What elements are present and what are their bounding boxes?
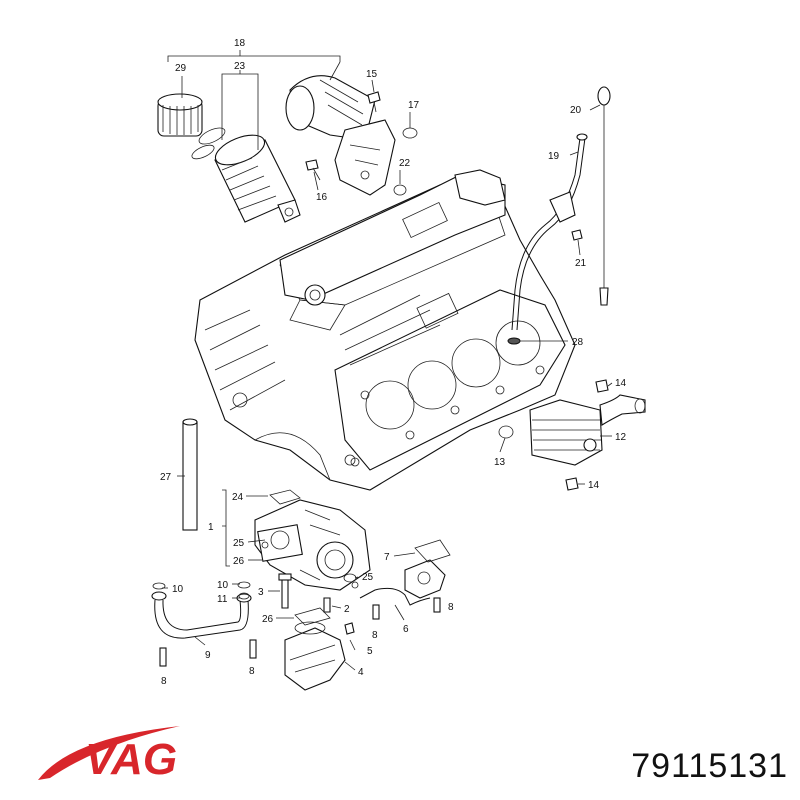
bolt-2 xyxy=(323,597,331,613)
callout-21: 21 xyxy=(575,258,587,269)
callout-18: 18 xyxy=(234,38,246,49)
washer-10-left xyxy=(152,582,166,590)
washer-11 xyxy=(238,592,250,600)
part-number: 79115131 xyxy=(631,747,788,785)
callout-26-upper: 26 xyxy=(233,556,245,567)
callout-27: 27 xyxy=(160,472,172,483)
callout-4: 4 xyxy=(358,667,364,678)
seal-22 xyxy=(393,184,407,196)
callout-14-lower: 14 xyxy=(588,480,600,491)
callout-15: 15 xyxy=(366,69,378,80)
logo-swoosh xyxy=(38,726,180,780)
callout-16: 16 xyxy=(316,192,328,203)
callout-5: 5 xyxy=(367,646,373,657)
o-ring-13 xyxy=(498,425,514,439)
bolt-8-left xyxy=(159,647,167,667)
bolt-8-right xyxy=(433,597,441,613)
dipstick xyxy=(597,86,611,306)
callout-25-lower: 25 xyxy=(362,572,374,583)
oil-filter-cap xyxy=(157,93,203,137)
callout-29: 29 xyxy=(175,63,187,74)
callout-26-lower: 26 xyxy=(262,614,274,625)
bolt-16 xyxy=(305,159,321,181)
callout-14-upper: 14 xyxy=(615,378,627,389)
callout-2: 2 xyxy=(344,604,350,615)
logo-text: VAG xyxy=(85,735,177,784)
oil-pipe-9 xyxy=(151,591,252,639)
leader-lines xyxy=(162,50,613,671)
callout-10-right: 10 xyxy=(217,580,229,591)
engine-block xyxy=(194,169,576,491)
oil-pipe-6 xyxy=(359,559,446,606)
oil-strainer xyxy=(284,621,355,691)
o-rings xyxy=(191,127,226,160)
oil-cooler xyxy=(529,394,646,466)
callout-1: 1 xyxy=(208,522,214,533)
callout-8-right: 8 xyxy=(448,602,454,613)
bolt-14-lower xyxy=(565,477,579,491)
callout-labels: 18 29 23 15 17 20 22 16 19 21 28 14 12 1… xyxy=(160,38,627,687)
callout-7: 7 xyxy=(384,552,390,563)
callout-25-upper: 25 xyxy=(233,538,245,549)
callout-22: 22 xyxy=(399,158,411,169)
vag-logo: VAG xyxy=(38,726,180,784)
bolt-8-center xyxy=(372,604,380,620)
callout-6: 6 xyxy=(403,624,409,635)
callout-13: 13 xyxy=(494,457,506,468)
callout-28: 28 xyxy=(572,337,584,348)
oil-pipe-27 xyxy=(182,418,198,531)
bolt-14-upper xyxy=(595,379,609,393)
callout-3: 3 xyxy=(258,587,264,598)
bolt-8-mid xyxy=(249,639,257,659)
oil-filter-element xyxy=(214,134,301,223)
bolt-15 xyxy=(367,91,381,113)
callout-8-center: 8 xyxy=(372,630,378,641)
callout-10-left: 10 xyxy=(172,584,184,595)
callout-17: 17 xyxy=(408,100,420,111)
bolt-21 xyxy=(571,229,583,241)
seal-17 xyxy=(402,127,418,139)
gasket-7 xyxy=(414,539,451,563)
callout-12: 12 xyxy=(615,432,627,443)
callout-9: 9 xyxy=(205,650,211,661)
callout-11: 11 xyxy=(217,594,228,605)
callout-8-left: 8 xyxy=(161,676,167,687)
callout-23: 23 xyxy=(234,61,246,72)
gasket-24 xyxy=(269,489,301,505)
dipstick-tube xyxy=(507,133,588,345)
oil-pump xyxy=(254,499,371,591)
oil-filter-housing xyxy=(285,75,396,196)
bolt-3 xyxy=(278,573,292,609)
callout-24: 24 xyxy=(232,492,244,503)
gasket-26-lower xyxy=(294,607,331,626)
washer-10-right xyxy=(237,581,251,589)
callout-19: 19 xyxy=(548,151,560,162)
callout-20: 20 xyxy=(570,105,582,116)
callout-8-mid: 8 xyxy=(249,666,255,677)
